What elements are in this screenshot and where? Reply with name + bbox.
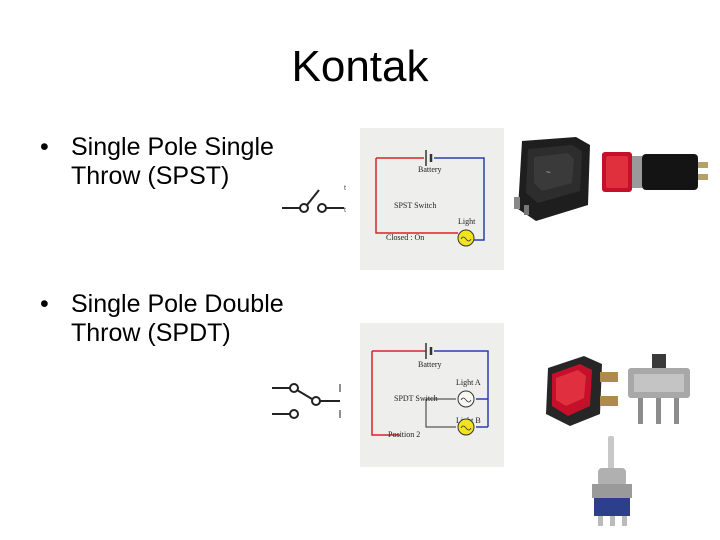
bullet-text: Single Pole Single Throw (SPST) <box>71 133 274 190</box>
switch-label: SPST Switch <box>394 201 436 210</box>
light-a-label: Light A <box>456 378 481 387</box>
state-label: Closed : On <box>386 233 424 242</box>
toggle-switch-photo <box>584 434 640 530</box>
light-bulb-icon <box>457 418 475 436</box>
spdt-circuit-diagram: Battery Light A SPDT Switch Light B Posi… <box>360 323 504 467</box>
slide-title: Kontak <box>291 42 429 91</box>
light-bulb-icon <box>457 390 475 408</box>
svg-text:t: t <box>344 185 346 192</box>
rocker-switch-photo: ~ <box>510 135 598 225</box>
spst-circuit-diagram: Battery SPST Switch Light Closed : On <box>360 128 504 270</box>
svg-text:~: ~ <box>546 168 551 177</box>
bullet-text: Single Pole Double Throw (SPDT) <box>71 290 284 347</box>
switch-label: SPDT Switch <box>394 394 438 403</box>
light-bulb-icon <box>457 229 475 247</box>
spdt-symbol <box>268 378 350 433</box>
svg-text:t: t <box>344 207 346 214</box>
red-rocker-switch-photo <box>542 354 626 434</box>
battery-label: Battery <box>418 165 442 174</box>
position-label: Position 2 <box>388 430 420 439</box>
bullet-marker: • <box>40 290 49 318</box>
slide-switch-photo <box>622 352 696 432</box>
light-label: Light <box>458 217 476 226</box>
battery-label: Battery <box>418 360 442 369</box>
bullet-marker: • <box>40 133 49 161</box>
push-button-photo <box>598 132 720 202</box>
spst-symbol: t t <box>278 182 350 237</box>
